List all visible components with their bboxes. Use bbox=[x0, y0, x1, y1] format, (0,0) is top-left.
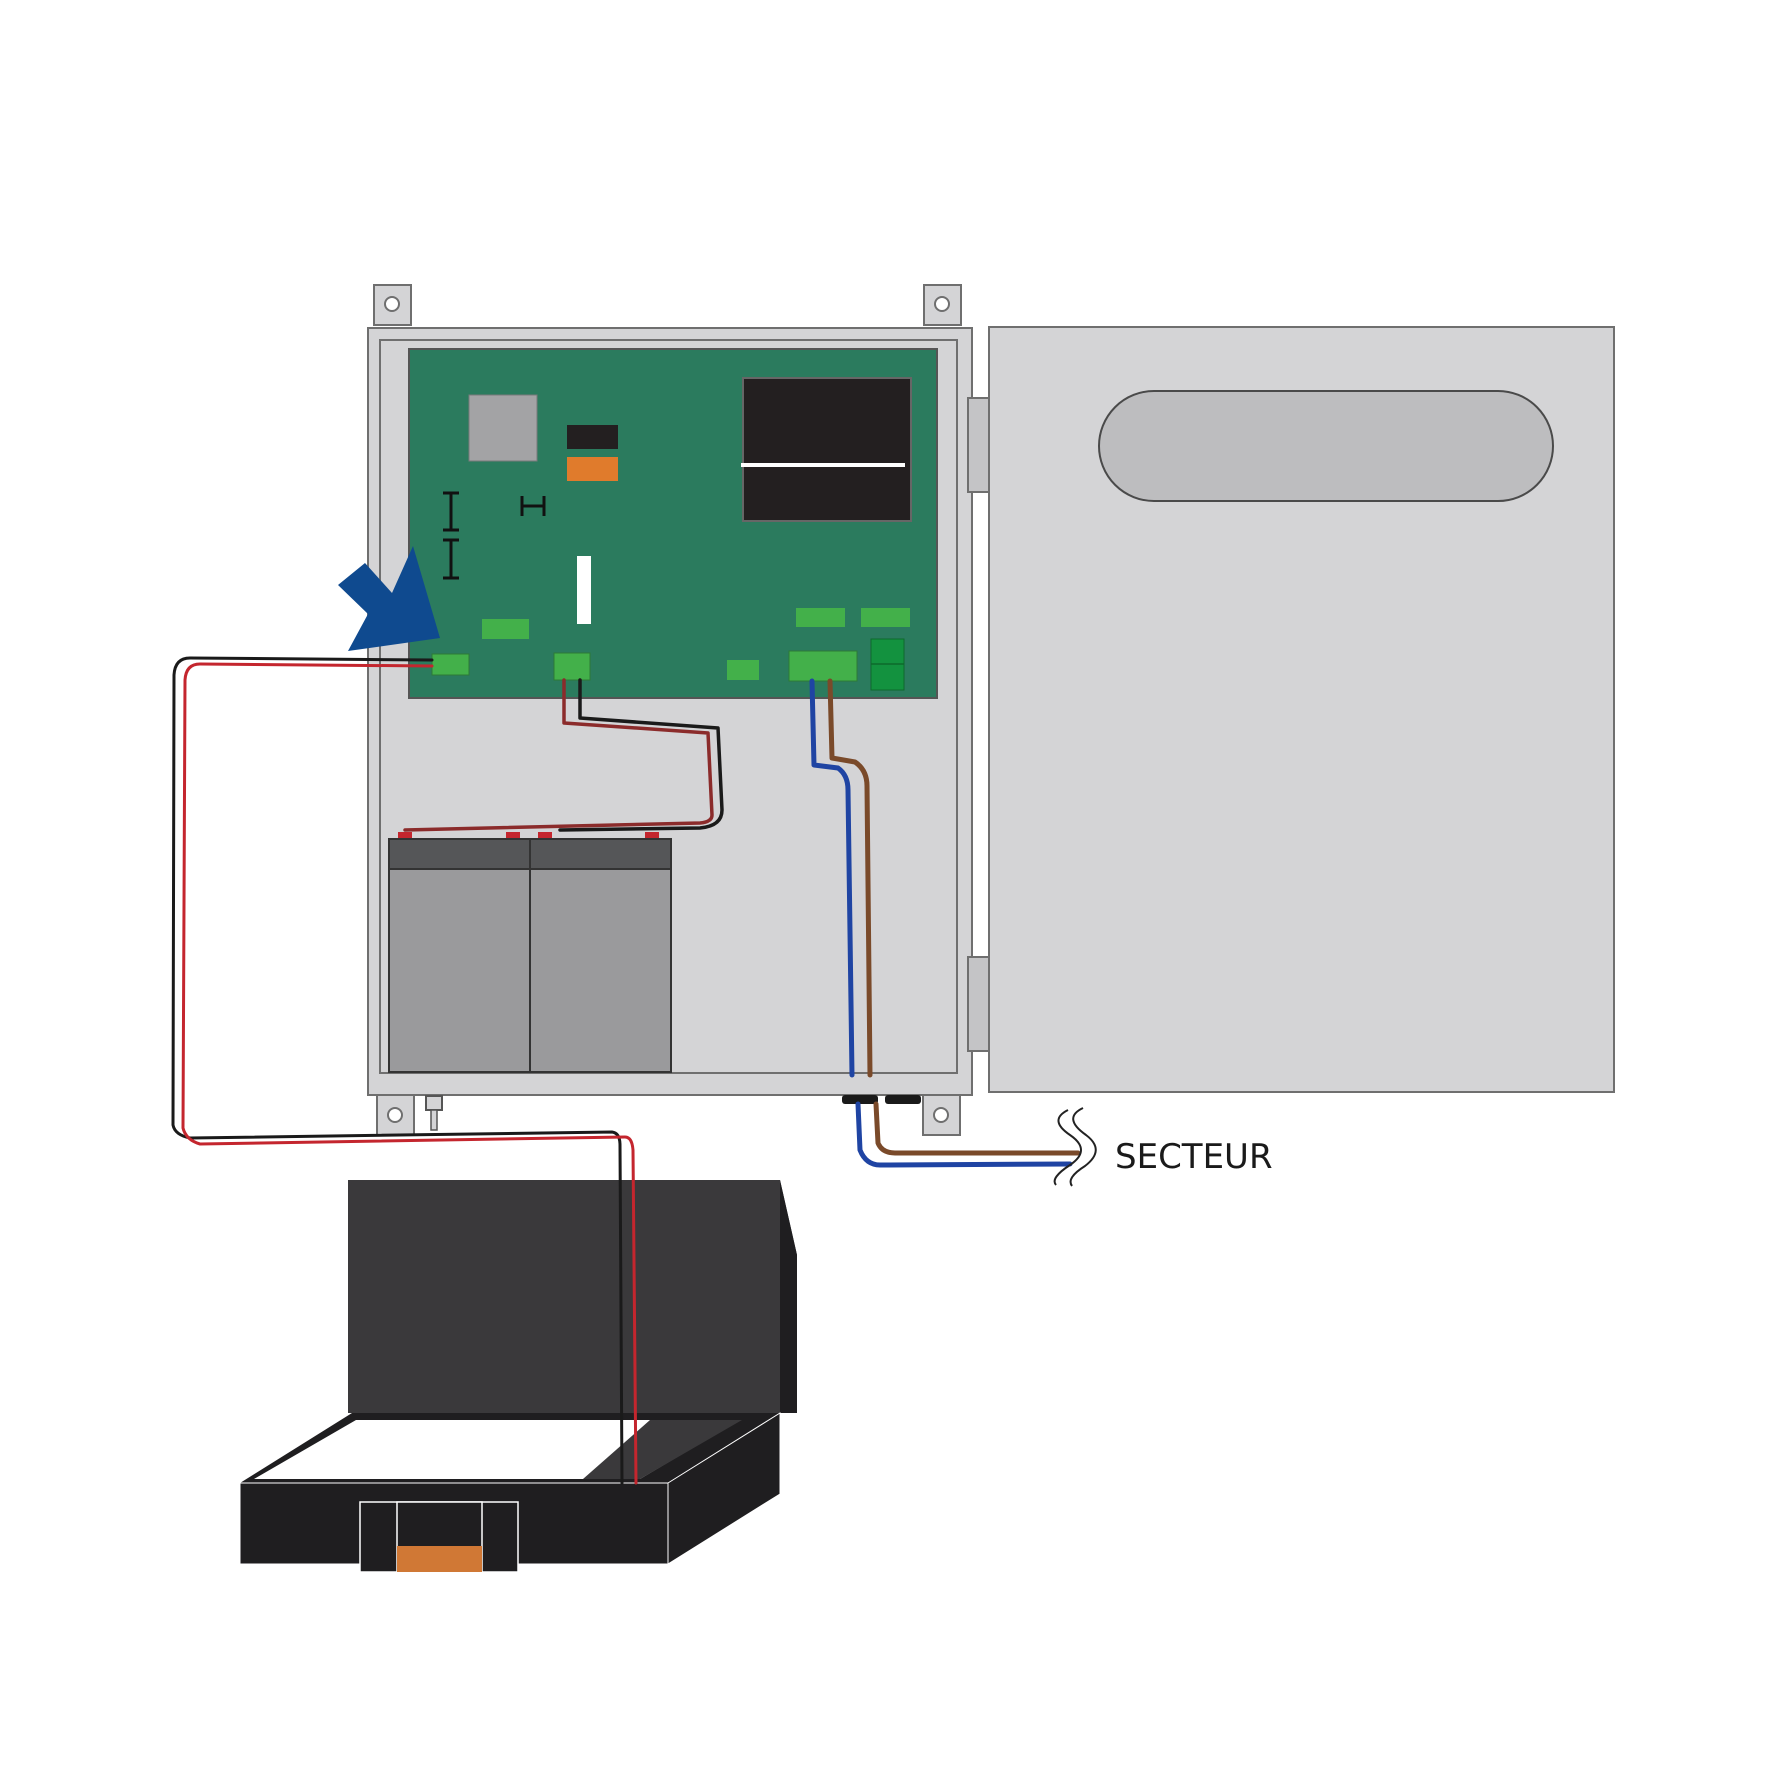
pcb-connector bbox=[482, 619, 529, 639]
wire-mains-blue bbox=[809, 678, 855, 1078]
external-battery-box bbox=[239, 1180, 797, 1573]
wire-mains-brown-out bbox=[873, 1101, 1081, 1156]
indicator-arrow-icon bbox=[338, 546, 440, 651]
circuit-board bbox=[408, 348, 938, 699]
component-symbols bbox=[443, 491, 546, 580]
pcb-connector-external-battery bbox=[431, 653, 470, 676]
mounting-tab-top-right bbox=[923, 284, 962, 326]
pcb-connector-battery bbox=[553, 652, 591, 681]
transformer bbox=[741, 377, 912, 522]
pcb-connector-small bbox=[727, 660, 759, 680]
enclosure-door bbox=[967, 326, 1615, 1093]
door-window bbox=[1098, 390, 1554, 502]
mains-label: SECTEUR bbox=[1115, 1137, 1273, 1177]
wire-mains-brown bbox=[827, 678, 873, 1078]
mounting-tab-bottom-right bbox=[922, 1094, 961, 1136]
wire-mains-blue-out bbox=[855, 1101, 1073, 1168]
wavy-break-icon bbox=[1053, 1107, 1097, 1187]
mounting-tab-bottom-left bbox=[376, 1094, 415, 1136]
mounting-tab-top-left bbox=[373, 284, 412, 326]
fuse bbox=[577, 556, 591, 624]
pcb-connector-top-b bbox=[861, 608, 910, 627]
cable-gland-right bbox=[885, 1095, 921, 1104]
wire-internal-black bbox=[558, 678, 724, 832]
battery-left bbox=[388, 838, 531, 1073]
relay-orange bbox=[567, 457, 618, 481]
internal-batteries bbox=[388, 832, 672, 1073]
pcb-connector-top-a bbox=[796, 608, 845, 627]
earth-stud bbox=[425, 1095, 443, 1131]
wiring bbox=[171, 656, 1081, 1485]
cable-gland-left bbox=[842, 1095, 878, 1104]
box-latch bbox=[359, 1501, 519, 1573]
pcb-connector-mains bbox=[788, 650, 858, 682]
relay-black bbox=[567, 425, 618, 449]
battery-right bbox=[529, 838, 672, 1073]
wire-internal-maroon bbox=[403, 678, 714, 832]
heatsink-chip bbox=[468, 394, 538, 462]
wire-external-red bbox=[181, 662, 638, 1485]
